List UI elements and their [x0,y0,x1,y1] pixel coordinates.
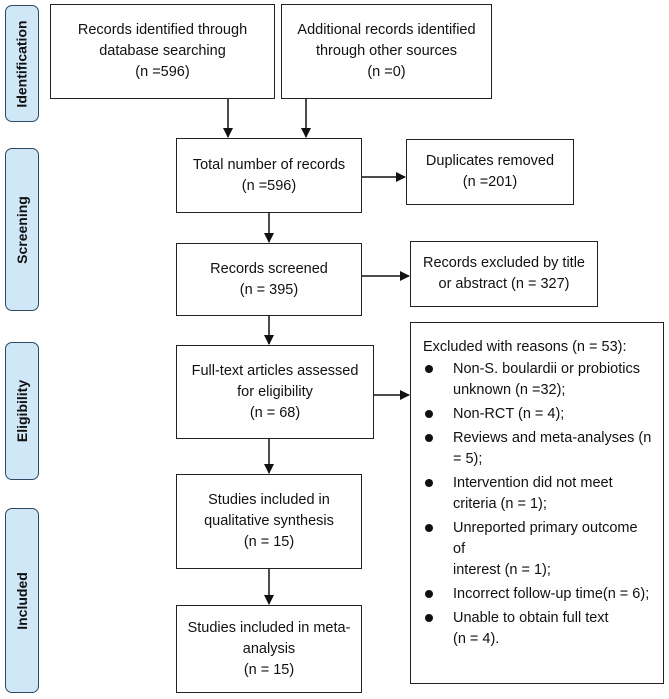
screened-count: (n = 395) [239,281,299,298]
phase-included: Included [5,508,39,693]
box-fulltext-assessed: Full-text articles assessed for eligibil… [176,345,374,439]
other-sources-line2: through other sources [315,43,458,59]
excluded-reason-text: Reviews and meta-analyses (n = 5); [453,430,652,467]
bullet-icon [425,434,433,442]
meta-line1: Studies included in meta- [187,619,351,636]
box-database-search: Records identified through database sear… [50,4,275,99]
box-qualitative-synthesis: Studies included in qualitative synthesi… [176,474,362,569]
bullet-icon [425,590,433,598]
bullet-icon [425,524,433,532]
db-search-line1: Records identified through [77,22,248,38]
qualitative-line2: qualitative synthesis [204,513,334,529]
qualitative-count: (n = 15) [243,534,295,550]
phase-identification: Identification [5,5,39,122]
excluded-reason-item: Non-RCT (n = 4); [423,404,653,425]
box-meta-analysis: Studies included in meta- analysis (n = … [176,605,362,693]
excluded-reason-text: Unreported primary outcome of interest (… [453,520,638,578]
excluded-reason-text: Unable to obtain full text (n = 4). [453,610,609,647]
qualitative-line1: Studies included in [208,492,330,508]
bullet-icon [425,410,433,418]
excluded-reason-item: Intervention did not meet criteria (n = … [423,473,653,515]
screened-line1: Records screened [210,260,328,277]
other-sources-line1: Additional records identified [297,22,476,38]
phase-screening: Screening [5,148,39,311]
excluded-reasons-title: Excluded with reasons (n = 53): [423,339,627,355]
duplicates-line1: Duplicates removed [425,153,555,169]
excluded-reason-item: Unable to obtain full text (n = 4). [423,608,653,650]
db-search-line2: database searching [99,43,226,59]
excluded-reason-text: Non-S. boulardii or probiotics unknown (… [453,361,640,398]
total-records-count: (n =596) [241,177,297,194]
excluded-reason-item: Reviews and meta-analyses (n = 5); [423,428,653,470]
meta-count: (n = 15) [243,661,295,678]
fulltext-line1: Full-text articles assessed [191,362,359,379]
excluded-reason-text: Non-RCT (n = 4); [453,406,565,422]
bullet-icon [425,614,433,622]
excluded-reason-item: Incorrect follow-up time(n = 6); [423,584,653,605]
meta-line2: analysis [242,640,296,657]
box-excluded-with-reasons: Excluded with reasons (n = 53): Non-S. b… [410,322,664,684]
excluded-reason-text: Intervention did not meet criteria (n = … [453,475,613,512]
duplicates-count: (n =201) [462,174,518,190]
bullet-icon [425,365,433,373]
excluded-reasons-list: Non-S. boulardii or probiotics unknown (… [423,359,653,650]
excluded-reason-item: Unreported primary outcome of interest (… [423,518,653,581]
fulltext-count: (n = 68) [249,404,301,421]
excluded-reason-text: Incorrect follow-up time(n = 6); [453,586,650,602]
box-duplicates-removed: Duplicates removed (n =201) [406,139,574,205]
bullet-icon [425,479,433,487]
box-excluded-title-abstract: Records excluded by title or abstract (n… [410,241,598,307]
fulltext-line2: for eligibility [237,383,313,400]
box-other-sources: Additional records identified through ot… [281,4,492,99]
box-total-records: Total number of records (n =596) [176,138,362,213]
excluded-title-line2: or abstract (n = 327) [438,276,570,292]
excluded-title-line1: Records excluded by title [423,255,585,271]
box-records-screened: Records screened (n = 395) [176,243,362,316]
other-sources-count: (n =0) [367,64,406,80]
phase-eligibility: Eligibility [5,342,39,480]
total-records-line1: Total number of records [192,156,346,173]
db-search-count: (n =596) [135,64,190,80]
excluded-reason-item: Non-S. boulardii or probiotics unknown (… [423,359,653,401]
